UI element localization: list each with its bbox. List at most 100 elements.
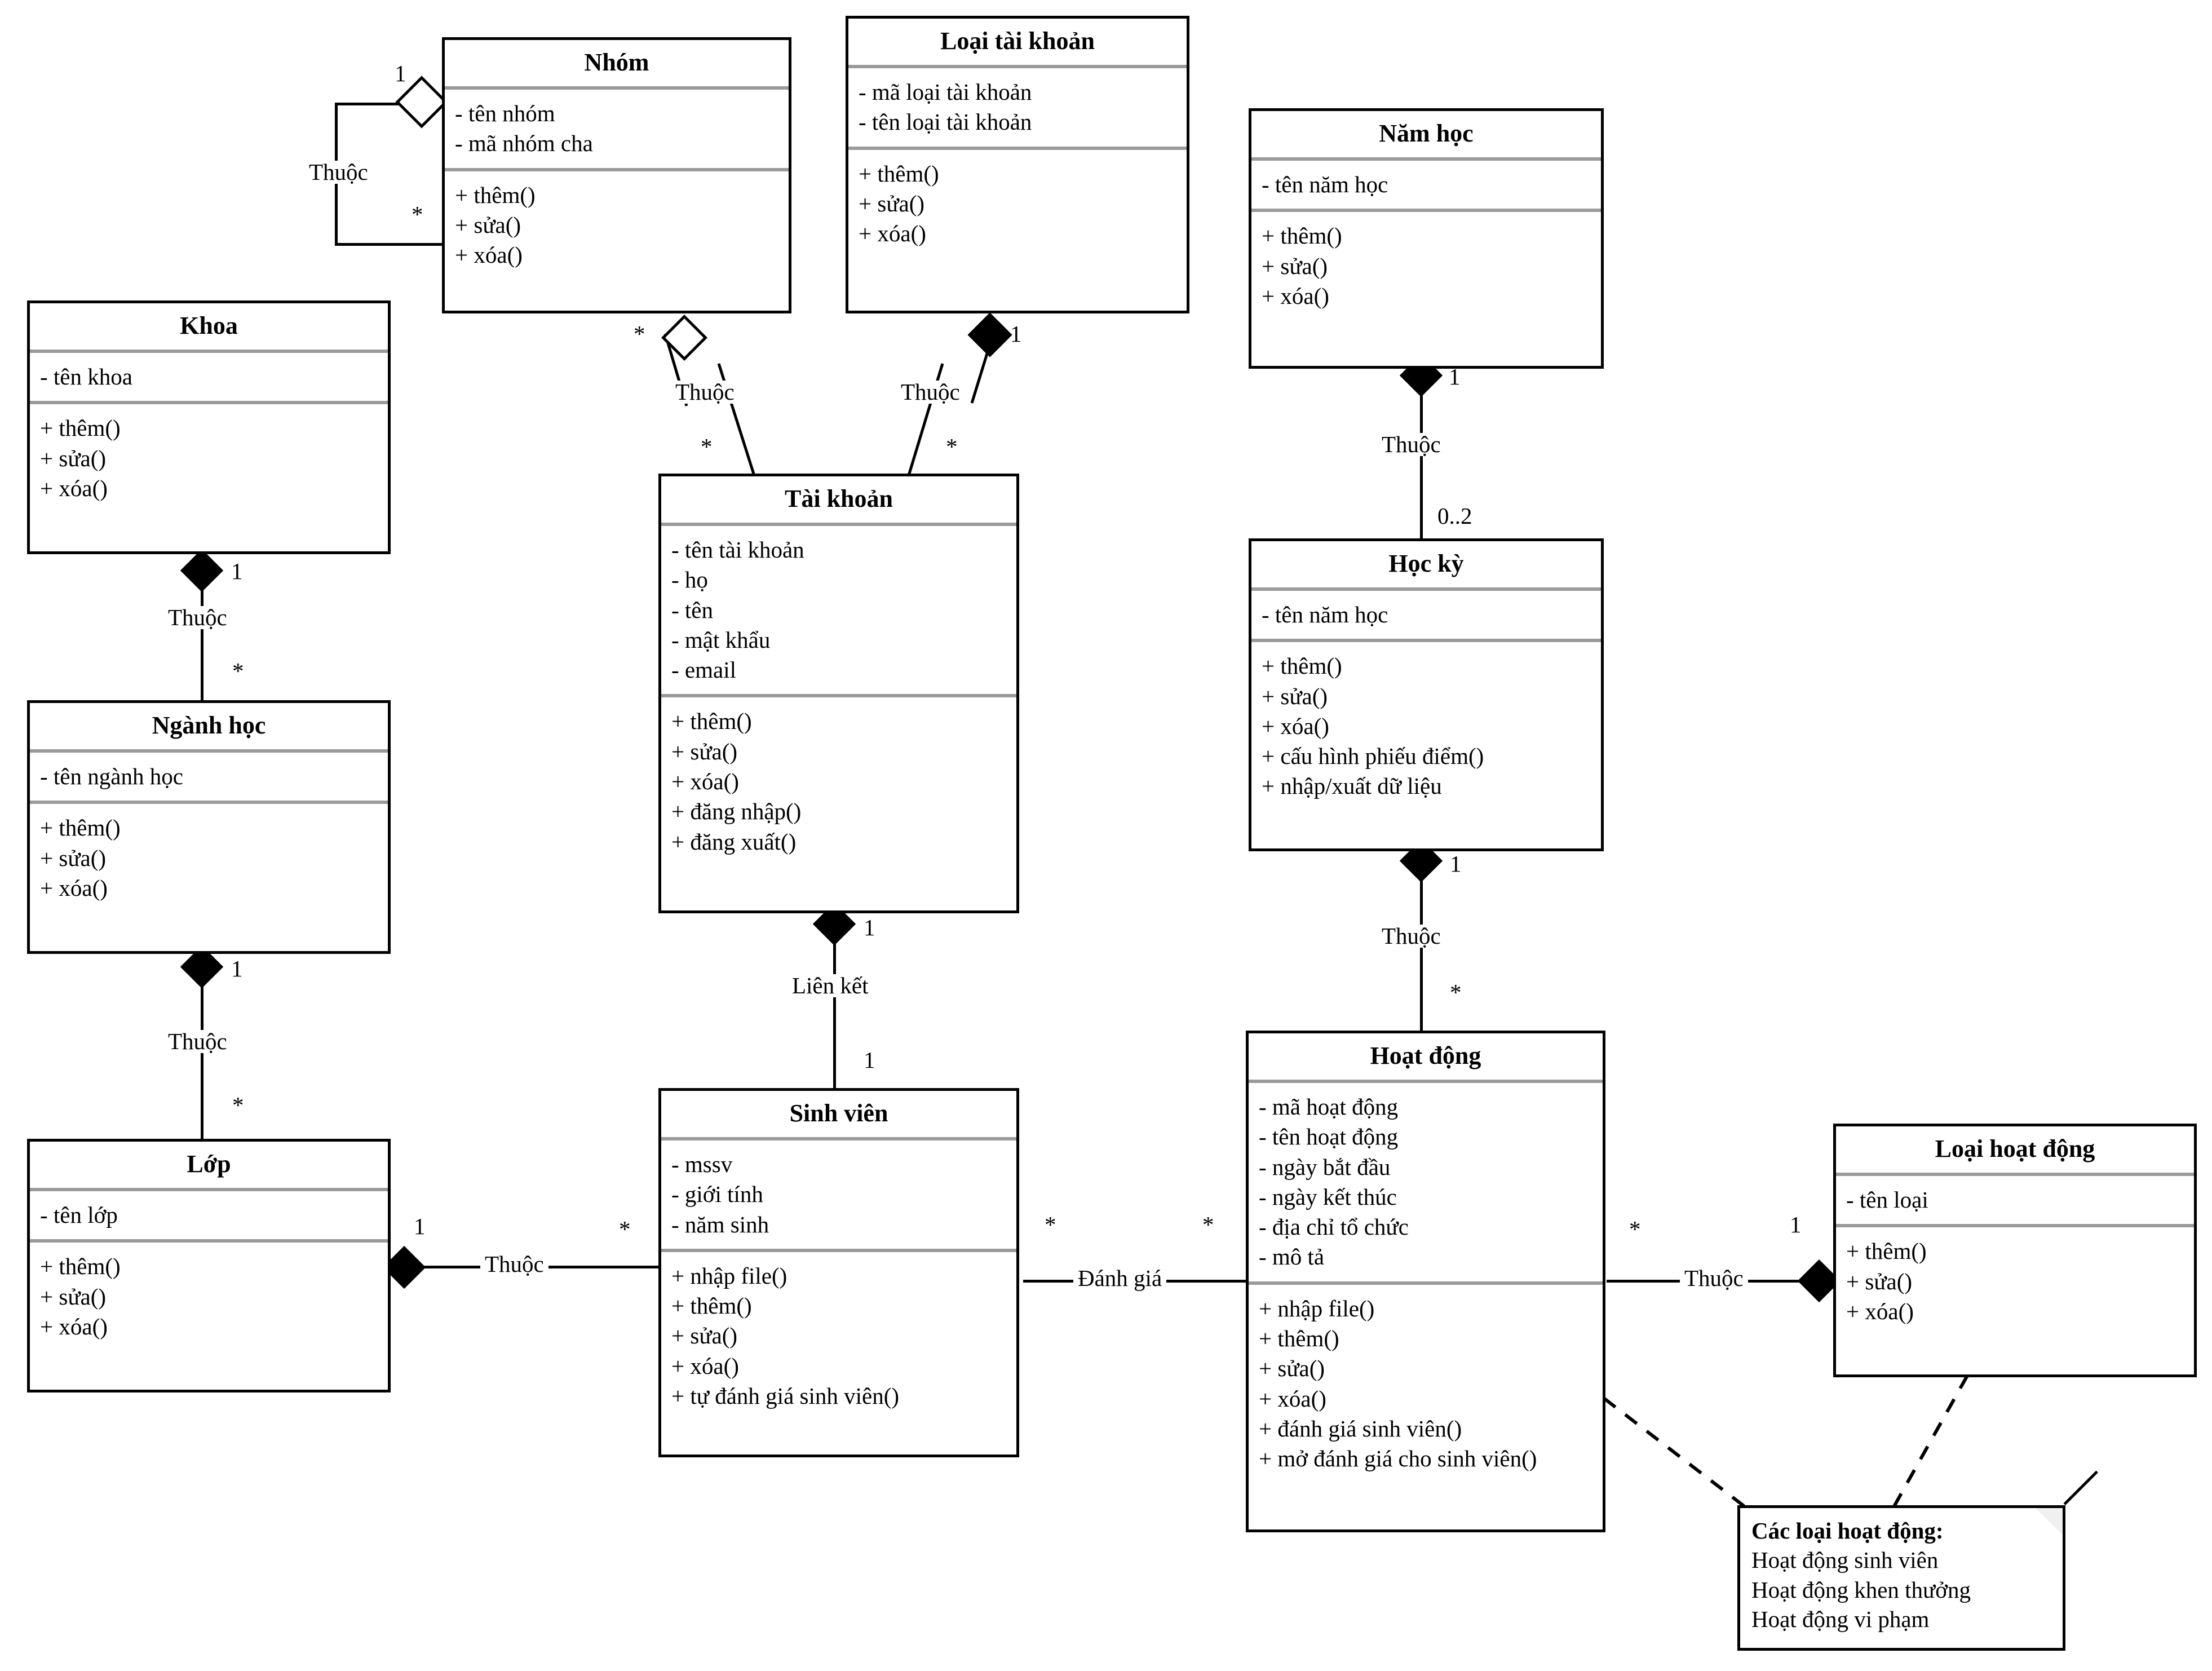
multiplicity-khoa-nganhhoc-tgt: * (232, 658, 244, 684)
attribute-row: - tên (671, 596, 713, 623)
class-box-loai-tai-khoan[interactable]: Loại tài khoản - mã loại tài khoản - tên… (846, 16, 1189, 313)
class-box-loai-hoat-dong[interactable]: Loại hoạt động - tên loại + thêm() + sửa… (1833, 1124, 2197, 1377)
operation-row: + xóa() (1262, 282, 1329, 309)
composition-diamond-khoa-nganhhoc (180, 549, 224, 593)
operation-row: + sửa() (1262, 253, 1328, 279)
operation-row: + xóa() (40, 1313, 108, 1340)
operation-row: + xóa() (40, 475, 108, 501)
class-attributes-hoc-ky: - tên năm học (1251, 591, 1601, 639)
attribute-row: - địa chỉ tổ chức (1259, 1214, 1409, 1240)
class-separator (445, 86, 789, 90)
class-box-sinh-vien[interactable]: Sinh viên - mssv - giới tính - năm sinh … (658, 1088, 1019, 1457)
class-box-hoc-ky[interactable]: Học kỳ - tên năm học + thêm() + sửa() + … (1249, 538, 1604, 851)
operation-row: + xóa() (455, 242, 523, 268)
note-cac-loai-hoat-dong: Các loại hoạt động: Hoạt động sinh viên … (1737, 1470, 2098, 1651)
attribute-row: - ngày kết thúc (1259, 1183, 1397, 1210)
class-attributes-loai-tai-khoan: - mã loại tài khoản - tên loại tài khoản (848, 68, 1187, 147)
class-operations-sinh-vien: + nhập file() + thêm() + sửa() + xóa() +… (661, 1252, 1016, 1455)
class-operations-hoc-ky: + thêm() + sửa() + xóa() + cấu hình phiế… (1251, 642, 1601, 848)
class-operations-lop: + thêm() + sửa() + xóa() (30, 1243, 388, 1390)
class-box-nhom[interactable]: Nhóm - tên nhóm - mã nhóm cha + thêm() +… (442, 37, 791, 313)
note-dog-ear-fold-icon (2063, 1470, 2098, 1505)
class-separator (1836, 1224, 2194, 1228)
note-line: Hoạt động vi phạm (1751, 1606, 1930, 1633)
operation-row: + thêm() (455, 182, 536, 208)
attribute-row: - tên loại (1846, 1187, 1928, 1213)
assoc-label-nhom-self: Thuộc (304, 161, 373, 184)
operation-row: + xóa() (671, 768, 739, 795)
class-attributes-lop: - tên lớp (30, 1191, 388, 1239)
operation-row: + xóa() (1846, 1298, 1914, 1324)
class-operations-khoa: + thêm() + sửa() + xóa() (30, 404, 388, 551)
class-title-sinh-vien: Sinh viên (789, 1099, 888, 1127)
operation-row: + sửa() (1262, 683, 1328, 709)
class-operations-loai-tai-khoan: + thêm() + sửa() + xóa() (848, 150, 1187, 311)
operation-row: + đăng xuất() (671, 828, 797, 855)
connector-namhoc-hocky (1420, 372, 1423, 541)
multiplicity-namhoc-hocky-src: 1 (1449, 364, 1461, 390)
multiplicity-taikhoan-sinhvien-src: 1 (864, 914, 875, 940)
connector-taikhoan-sinhvien (833, 913, 836, 1091)
class-operations-nhom: + thêm() + sửa() + xóa() (445, 171, 789, 311)
assoc-label-hocky-hoatdong: Thuộc (1377, 925, 1445, 948)
class-separator (1251, 209, 1601, 213)
operation-row: + sửa() (455, 211, 521, 238)
aggregation-diamond-nhom-taikhoan (661, 314, 708, 361)
assoc-label-sinhvien-hoatdong: Đánh giá (1073, 1267, 1167, 1290)
operation-row: + sửa() (40, 445, 107, 471)
class-attributes-nhom: - tên nhóm - mã nhóm cha (445, 90, 789, 168)
multiplicity-hocky-hoatdong-tgt: * (1450, 979, 1462, 1005)
operation-row: + sửa() (1846, 1268, 1913, 1294)
class-title-khoa: Khoa (180, 312, 238, 339)
attribute-row: - tên lớp (40, 1202, 118, 1228)
multiplicity-khoa-nganhhoc-src: 1 (231, 558, 243, 584)
class-separator (1251, 587, 1601, 591)
class-box-lop[interactable]: Lớp - tên lớp + thêm() + sửa() + xóa() (27, 1139, 391, 1392)
attribute-row: - ngày bắt đầu (1259, 1153, 1391, 1180)
class-attributes-nam-hoc: - tên năm học (1251, 161, 1601, 209)
class-separator (661, 694, 1016, 698)
attribute-row: - năm sinh (671, 1211, 769, 1237)
operation-row: + sửa() (1259, 1355, 1325, 1382)
note-dog-ear-icon (2033, 1505, 2065, 1538)
class-title-lop: Lớp (187, 1150, 231, 1178)
class-separator (1251, 157, 1601, 161)
class-separator (30, 801, 388, 804)
attribute-row: - tên ngành học (40, 763, 183, 789)
class-attributes-khoa: - tên khoa (30, 353, 388, 401)
attribute-row: - mã nhóm cha (455, 130, 593, 157)
class-box-khoa[interactable]: Khoa - tên khoa + thêm() + sửa() + xóa() (27, 300, 391, 554)
note-title: Các loại hoạt động: (1751, 1518, 1944, 1544)
attribute-row: - mã loại tài khoản (859, 79, 1032, 105)
composition-diamond-loaitk-taikhoan (967, 312, 1012, 357)
class-separator (661, 1137, 1016, 1140)
class-box-nganh-hoc[interactable]: Ngành học - tên ngành học + thêm() + sửa… (27, 700, 391, 954)
multiplicity-sinhvien-hoatdong-tgt: * (1202, 1212, 1214, 1237)
operation-row: + nhập file() (1259, 1295, 1375, 1321)
multiplicity-hoatdong-loaihd-src: * (1629, 1216, 1641, 1242)
attribute-row: - họ (671, 567, 708, 593)
operation-row: + đánh giá sinh viên() (1259, 1415, 1462, 1442)
operation-row: + thêm() (859, 160, 939, 187)
attribute-row: - tên khoa (40, 364, 132, 390)
class-box-hoat-dong[interactable]: Hoạt động - mã hoạt động - tên hoạt động… (1246, 1031, 1605, 1532)
assoc-label-khoa-nganhhoc: Thuộc (163, 606, 232, 629)
multiplicity-nhom-self-star: * (412, 201, 423, 227)
assoc-label-nhom-taikhoan: Thuộc (671, 381, 739, 404)
attribute-row: - tên tài khoản (671, 537, 804, 563)
class-separator (445, 167, 789, 171)
operation-row: + cấu hình phiếu điểm() (1262, 743, 1484, 770)
class-box-tai-khoan[interactable]: Tài khoản - tên tài khoản - họ - tên - m… (658, 474, 1019, 913)
class-separator (1251, 639, 1601, 643)
class-attributes-tai-khoan: - tên tài khoản - họ - tên - mật khẩu - … (661, 526, 1016, 694)
multiplicity-nhom-taikhoan-tgt: * (701, 434, 713, 459)
class-title-hoc-ky: Học kỳ (1388, 550, 1464, 577)
operation-row: + sửa() (859, 190, 925, 216)
operation-row: + sửa() (671, 738, 738, 764)
operation-row: + thêm() (671, 1293, 752, 1319)
class-title-nam-hoc: Năm học (1379, 120, 1474, 147)
class-box-nam-hoc[interactable]: Năm học - tên năm học + thêm() + sửa() +… (1249, 108, 1604, 369)
operation-row: + xóa() (859, 220, 926, 247)
attribute-row: - tên năm học (1262, 171, 1388, 197)
